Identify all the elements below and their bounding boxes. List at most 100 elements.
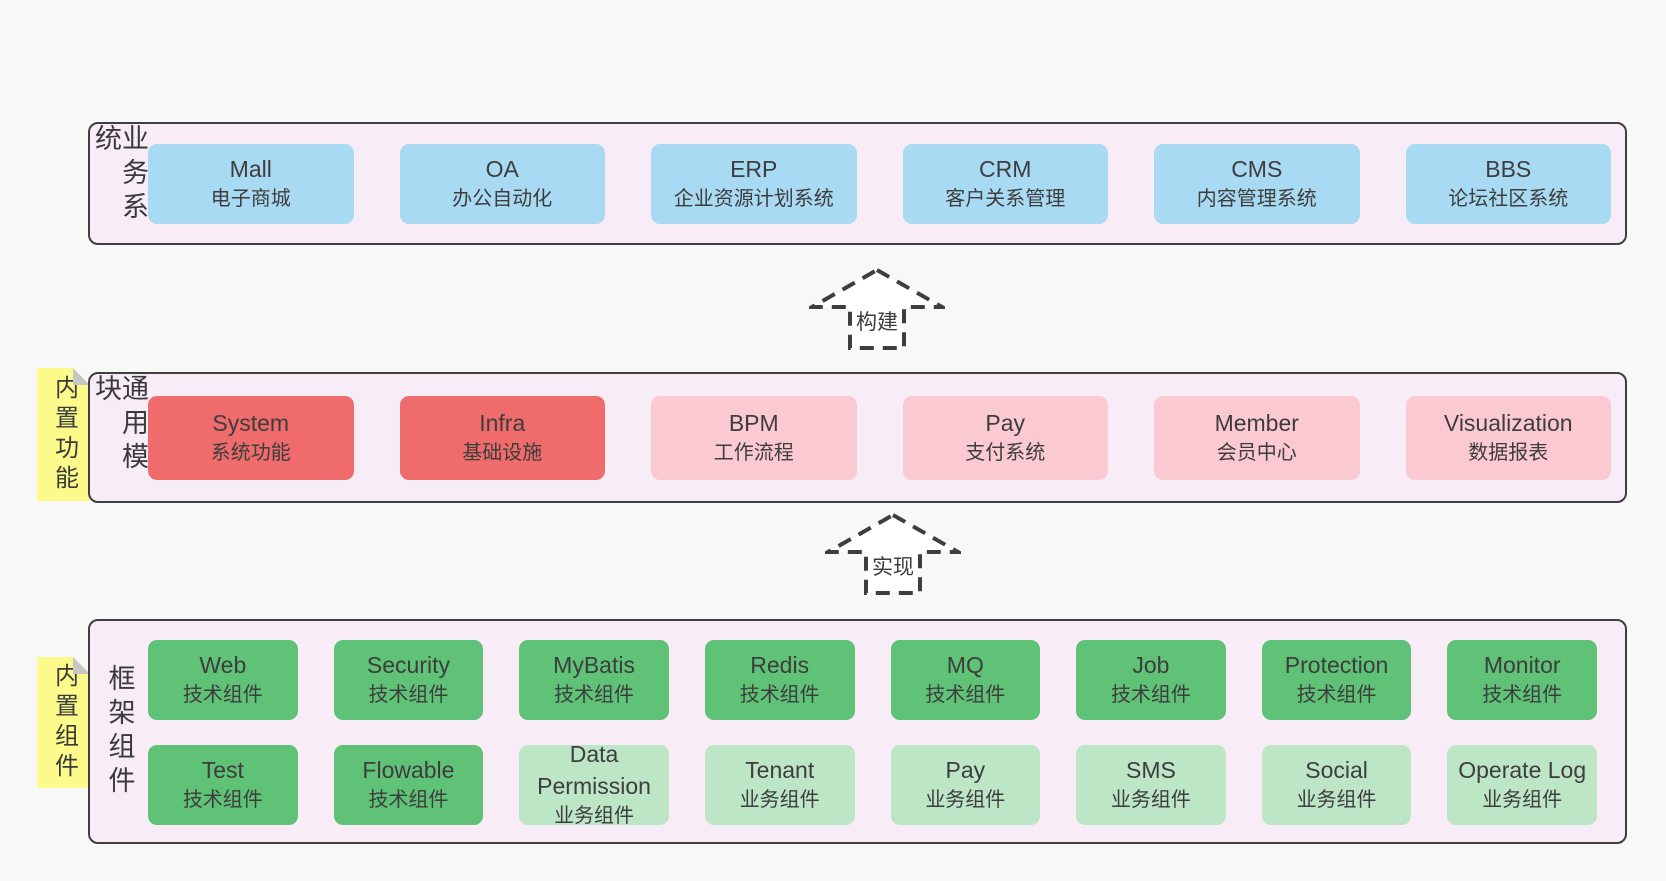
box-title: Pay: [945, 757, 986, 784]
build-arrow-label: 构建: [856, 311, 898, 334]
box-subtitle: 技术组件: [925, 684, 1006, 707]
box-cms: CMS 内容管理系统: [1154, 143, 1360, 224]
box-subtitle: 技术组件: [368, 684, 449, 707]
box-subtitle: 业务组件: [554, 804, 635, 827]
box-title: Monitor: [1483, 652, 1561, 679]
box-subtitle: 办公自动化: [452, 187, 553, 210]
band-label-text: 业务系统: [91, 124, 148, 226]
sticky-note-built-in-features: 内置功能: [37, 368, 90, 501]
box-subtitle: 技术组件: [554, 684, 635, 707]
box-title: Mall: [229, 155, 272, 182]
box-bpm: BPM 工作流程: [651, 395, 857, 480]
box-pay-component: Pay 业务组件: [890, 745, 1041, 825]
band-label-text: 框架组件: [104, 663, 135, 800]
band-label-business-systems: 业务系统: [90, 124, 148, 243]
box-tenant: Tenant 业务组件: [704, 745, 855, 825]
box-subtitle: 业务组件: [739, 789, 820, 812]
box-title: Visualization: [1443, 409, 1573, 436]
box-title: MyBatis: [553, 652, 635, 679]
box-sms: SMS 业务组件: [1076, 745, 1226, 825]
business-systems-boxes: Mall 电子商城 OA 办公自动化 ERP 企业资源计划系统 CRM 客户关系…: [148, 124, 1625, 243]
box-title: Flowable: [362, 757, 455, 784]
box-title: Infra: [479, 409, 526, 436]
box-subtitle: 支付系统: [965, 441, 1046, 464]
box-crm: CRM 客户关系管理: [902, 143, 1108, 224]
box-title: System: [212, 409, 290, 436]
box-subtitle: 技术组件: [1296, 684, 1377, 707]
framework-components-boxes: Web 技术组件 Security 技术组件 MyBatis 技术组件 Redi…: [148, 621, 1625, 842]
common-modules-boxes: System 系统功能 Infra 基础设施 BPM 工作流程 Pay 支付系统…: [148, 374, 1625, 501]
box-system: System 系统功能: [148, 395, 354, 480]
band-label-text: 通用模块: [91, 374, 148, 476]
box-infra: Infra 基础设施: [399, 395, 605, 480]
box-title: Security: [366, 652, 450, 679]
box-operate-log: Operate Log 业务组件: [1447, 745, 1597, 825]
box-bbs: BBS 论坛社区系统: [1405, 143, 1611, 224]
box-title: CRM: [979, 155, 1032, 182]
band-label-framework-components: 框架组件: [90, 621, 148, 842]
box-subtitle: 技术组件: [1482, 684, 1563, 707]
box-subtitle: 客户关系管理: [945, 187, 1066, 210]
box-job: Job 技术组件: [1076, 640, 1226, 720]
sticky-note-built-in-components: 内置组件: [37, 657, 90, 788]
box-title: Web: [199, 652, 247, 679]
box-title: Member: [1214, 409, 1299, 436]
box-title: OA: [485, 155, 519, 182]
box-subtitle: 工作流程: [713, 441, 794, 464]
box-title: Tenant: [745, 757, 815, 784]
box-erp: ERP 企业资源计划系统: [651, 143, 857, 224]
box-subtitle: 电子商城: [210, 187, 291, 210]
box-subtitle: 企业资源计划系统: [673, 187, 834, 210]
box-subtitle: 技术组件: [182, 684, 263, 707]
box-title: Redis: [750, 652, 810, 679]
box-title: ERP: [730, 155, 778, 182]
box-protection: Protection 技术组件: [1261, 640, 1412, 720]
box-subtitle: 系统功能: [210, 441, 291, 464]
box-subtitle: 技术组件: [368, 789, 449, 812]
box-subtitle: 业务组件: [1482, 789, 1563, 812]
box-subtitle: 会员中心: [1216, 441, 1297, 464]
common-modules-band: 通用模块 System 系统功能 Infra 基础设施 BPM 工作流程 Pay…: [88, 372, 1627, 503]
box-title: Operate Log: [1458, 757, 1587, 784]
box-title: Job: [1132, 652, 1170, 679]
box-mall: Mall 电子商城: [148, 143, 354, 224]
box-mybatis: MyBatis 技术组件: [519, 640, 669, 720]
box-title: Data Permission: [537, 741, 651, 800]
box-title: BPM: [728, 409, 779, 436]
box-visualization: Visualization 数据报表: [1405, 395, 1611, 480]
box-test: Test 技术组件: [148, 745, 298, 825]
box-social: Social 业务组件: [1261, 745, 1412, 825]
framework-components-band: 框架组件 Web 技术组件 Security 技术组件 MyBatis 技术组件…: [88, 619, 1627, 844]
box-subtitle: 论坛社区系统: [1448, 187, 1569, 210]
box-redis: Redis 技术组件: [704, 640, 855, 720]
implement-arrow-icon: 实现: [825, 512, 961, 595]
box-mq: MQ 技术组件: [890, 640, 1041, 720]
box-data-permission: Data Permission 业务组件: [519, 741, 669, 827]
box-web: Web 技术组件: [148, 640, 298, 720]
box-member: Member 会员中心: [1154, 395, 1360, 480]
box-pay-system: Pay 支付系统: [902, 395, 1108, 480]
box-flowable: Flowable 技术组件: [333, 745, 484, 825]
build-arrow-icon: 构建: [809, 267, 945, 350]
box-title: BBS: [1485, 155, 1532, 182]
box-title: CMS: [1231, 155, 1283, 182]
box-title: Test: [201, 757, 244, 784]
box-title: MQ: [946, 652, 984, 679]
sticky-note-label: 内置组件: [50, 662, 78, 783]
box-subtitle: 数据报表: [1468, 441, 1549, 464]
box-subtitle: 业务组件: [1296, 789, 1377, 812]
box-subtitle: 业务组件: [925, 789, 1006, 812]
box-title: Protection: [1284, 652, 1389, 679]
box-subtitle: 内容管理系统: [1196, 187, 1317, 210]
box-title: Pay: [985, 409, 1026, 436]
box-subtitle: 业务组件: [1110, 789, 1191, 812]
box-title: SMS: [1126, 757, 1176, 784]
box-monitor: Monitor 技术组件: [1447, 640, 1597, 720]
box-subtitle: 技术组件: [739, 684, 820, 707]
box-security: Security 技术组件: [333, 640, 484, 720]
implement-arrow-label: 实现: [872, 556, 914, 579]
box-subtitle: 基础设施: [462, 441, 543, 464]
sticky-note-label: 内置功能: [50, 374, 78, 495]
box-title: Social: [1305, 757, 1368, 784]
